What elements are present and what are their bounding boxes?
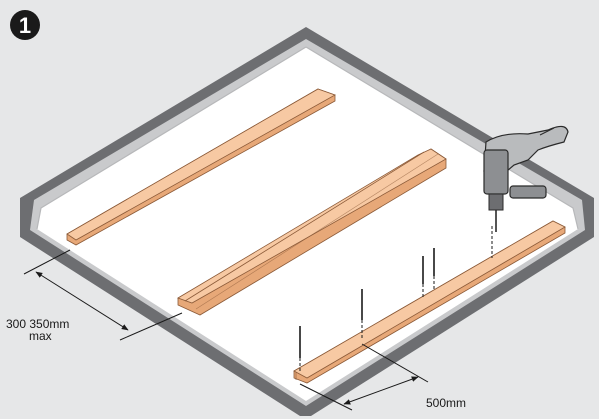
joist-spacing-qualifier: max [29, 329, 52, 343]
joist-spacing-dimension: 300 350mm max [6, 249, 183, 343]
screw-spacing-value: 500mm [426, 396, 466, 410]
joist-spacing-value: 300 350mm [6, 317, 69, 331]
joist-front [293, 220, 566, 384]
step-number-badge: 1 [10, 10, 40, 40]
joist-middle [177, 148, 447, 316]
step-number: 1 [19, 13, 31, 38]
power-drill-icon [483, 125, 569, 232]
joist-left [66, 88, 336, 246]
screw-icon [299, 226, 493, 373]
screw-spacing-dimension: 500mm [299, 343, 466, 411]
